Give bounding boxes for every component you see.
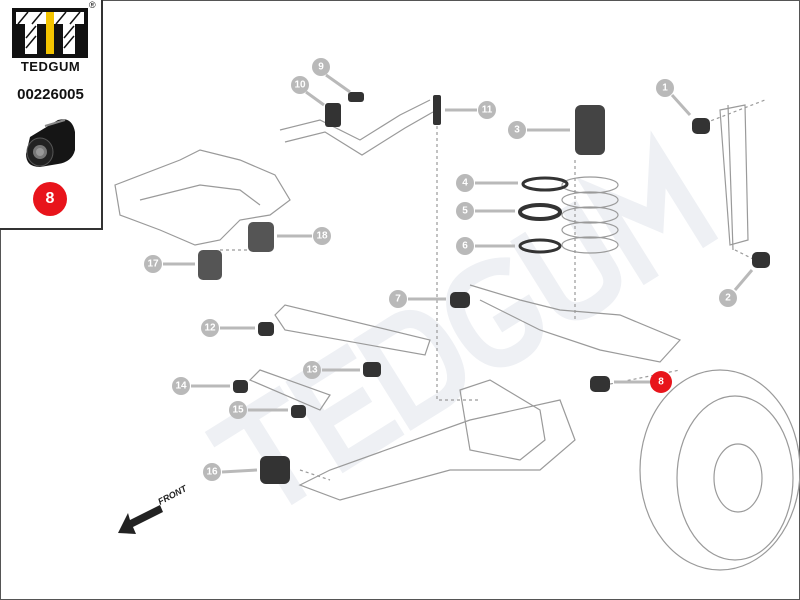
front-indicator: FRONT: [118, 483, 190, 534]
part-number: 00226005: [17, 86, 84, 103]
line-art: [114, 99, 800, 571]
callout-10[interactable]: 10: [291, 76, 325, 107]
callout-14[interactable]: 14: [172, 377, 230, 395]
callout-11[interactable]: 11: [445, 101, 496, 119]
callout-number: 10: [294, 80, 306, 91]
callout-number: 14: [175, 381, 187, 392]
callout-number: 3: [514, 125, 520, 136]
callout-13[interactable]: 13: [303, 361, 360, 379]
callout-number: 13: [306, 365, 318, 376]
callouts: 1 2 3 4 5 6 7 8 9 10 11 12 13 14 15 16 1…: [144, 58, 754, 481]
callout-4[interactable]: 4: [456, 174, 518, 192]
tedgum-logo: [12, 8, 88, 58]
callout-18[interactable]: 18: [277, 227, 331, 245]
callout-number: 15: [232, 405, 244, 416]
callout-number: 7: [395, 294, 401, 305]
callout-3[interactable]: 3: [508, 121, 570, 139]
callout-17[interactable]: 17: [144, 255, 195, 273]
callout-number: 2: [725, 293, 731, 304]
callout-number: 5: [462, 206, 468, 217]
callout-5[interactable]: 5: [456, 202, 515, 220]
product-panel: ® TEDGUM 00226005 8: [0, 0, 103, 230]
callout-1[interactable]: 1: [656, 79, 692, 117]
front-arrow-icon: [118, 505, 163, 534]
bushing-product-image: [26, 119, 75, 167]
watermark-graphic: [204, 130, 719, 506]
callout-number: 11: [482, 105, 493, 116]
callout-number: 9: [318, 62, 324, 73]
front-label: FRONT: [156, 483, 189, 507]
callout-number: 8: [658, 377, 664, 388]
callout-number: 12: [204, 323, 216, 334]
callout-8-highlighted[interactable]: 8: [614, 371, 672, 393]
registered-mark: ®: [89, 0, 96, 10]
callout-number: 1: [662, 83, 668, 94]
callout-number: 16: [206, 467, 218, 478]
callout-2[interactable]: 2: [719, 269, 754, 307]
position-badge: 8: [33, 182, 67, 216]
bushings: [198, 92, 770, 484]
callout-6[interactable]: 6: [456, 237, 515, 255]
callout-number: 17: [147, 259, 159, 270]
callout-9[interactable]: 9: [312, 58, 351, 94]
callout-15[interactable]: 15: [229, 401, 288, 419]
callout-12[interactable]: 12: [201, 319, 255, 337]
callout-number: 4: [462, 178, 468, 189]
callout-16[interactable]: 16: [203, 463, 258, 481]
callout-number: 18: [316, 231, 328, 242]
callout-7[interactable]: 7: [389, 290, 446, 308]
callout-number: 6: [462, 241, 468, 252]
brand-name: TEDGUM: [20, 59, 81, 74]
